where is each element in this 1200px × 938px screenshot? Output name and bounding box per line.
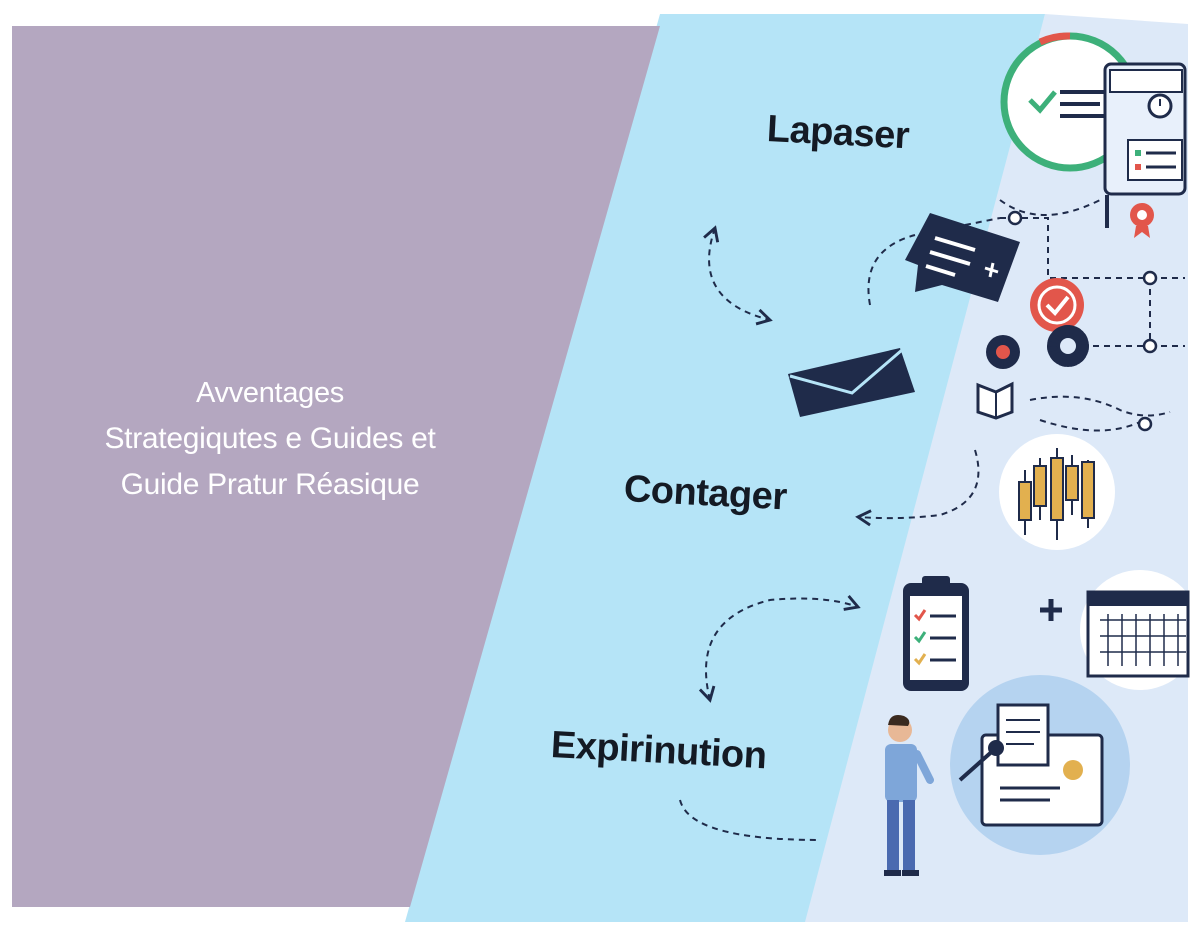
monitor-clock-icon: [1103, 62, 1187, 228]
gears-icon: [986, 325, 1089, 369]
stage-label-lapaser: Lapaser: [765, 108, 911, 158]
keyboard-window-icon: [1080, 570, 1200, 690]
flow-arrows: [679, 225, 980, 841]
middle-panel: [405, 14, 1045, 922]
envelope-icon: [788, 348, 915, 417]
title-line-1: Avventages: [195, 377, 345, 409]
checklist-gauge-icon: [1000, 32, 1140, 172]
candlestick-chart-icon: [999, 434, 1115, 550]
title-line-3: Guide Pratur Réasique: [120, 468, 420, 501]
person-icon: [884, 715, 934, 876]
chat-bubble-icon: [905, 213, 1020, 302]
title-block: Avventages Strategiqutes e Guides et Gui…: [40, 370, 500, 508]
clipboard-checklist-icon: [903, 576, 969, 691]
document-stack-icon: [950, 675, 1130, 855]
gear-badge-icon: [1130, 203, 1154, 238]
stage-label-contager: Contager: [622, 468, 788, 519]
target-check-icon: [1030, 278, 1084, 332]
book-icon: [976, 381, 1014, 420]
left-panel: [12, 26, 660, 907]
plus-icon: [1040, 599, 1062, 621]
title-line-2: Strategiqutes e Guides et: [104, 422, 436, 455]
